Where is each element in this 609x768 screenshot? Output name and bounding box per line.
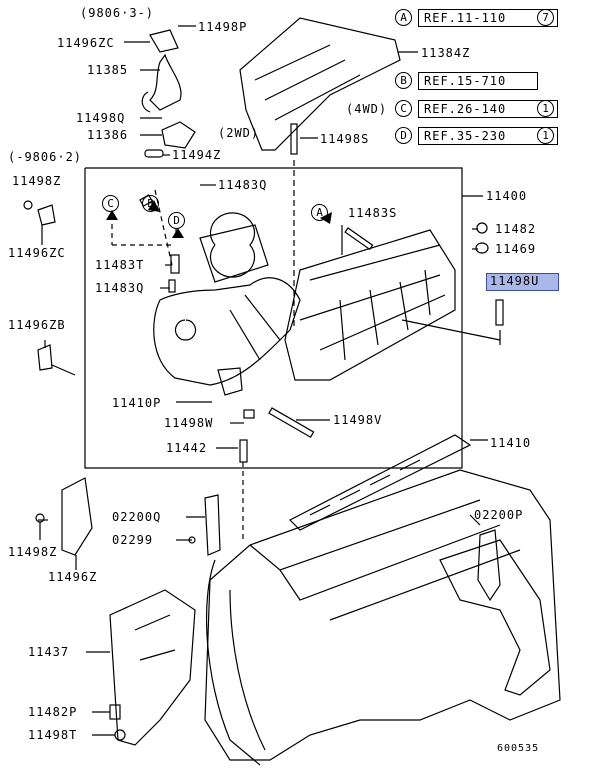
part-02299[interactable]: 02299 <box>112 533 154 547</box>
label-9806-2: (-9806·2) <box>8 150 83 164</box>
part-11498q[interactable]: 11498Q <box>76 111 126 125</box>
bracket-02200p <box>477 529 501 602</box>
part-02200q[interactable]: 02200Q <box>112 510 162 524</box>
part-11482[interactable]: 11482 <box>495 222 537 236</box>
ref-a-callout[interactable]: A <box>395 9 412 26</box>
label-9806-3: (9806·3-) <box>80 6 155 20</box>
ref-a-text[interactable]: REF.11-110 <box>424 11 507 25</box>
selected-part-highlight <box>486 273 559 291</box>
part-11386[interactable]: 11386 <box>87 128 129 142</box>
ref-c-prefix: (4WD) <box>346 102 388 116</box>
engine-head-drawing <box>204 469 561 761</box>
part-11496z[interactable]: 11496Z <box>48 570 98 584</box>
part-11494z[interactable]: 11494Z <box>172 148 222 162</box>
callout-a: A <box>311 204 328 221</box>
part-11483s[interactable]: 11483S <box>348 206 398 220</box>
water-pipe-drawing <box>141 29 182 113</box>
part-11410[interactable]: 11410 <box>490 436 532 450</box>
gasket-11386 <box>161 121 196 149</box>
ref-b-box[interactable] <box>418 72 538 90</box>
ref-c-text[interactable]: REF.26-140 <box>424 102 507 116</box>
part-11469[interactable]: 11469 <box>495 242 537 256</box>
bracket-11496zb <box>37 344 53 371</box>
part-11498s[interactable]: 11498S <box>320 132 370 146</box>
bracket-11410p <box>217 367 243 396</box>
part-11498p[interactable]: 11498P <box>198 20 248 34</box>
diagram-code: 600535 <box>497 743 540 754</box>
part-11498z-bot[interactable]: 11498Z <box>8 545 58 559</box>
part-11498w[interactable]: 11498W <box>164 416 214 430</box>
part-02200p[interactable]: 02200P <box>474 508 524 522</box>
bracket-11496z <box>61 477 93 556</box>
part-11483q-mid[interactable]: 11483Q <box>95 281 145 295</box>
callout-d: D <box>168 212 185 229</box>
part-11482p[interactable]: 11482P <box>28 705 78 719</box>
ref-d-box[interactable] <box>418 127 558 145</box>
bracket-11437 <box>109 589 196 746</box>
callout-c: C <box>102 195 119 212</box>
intake-manifold-drawing <box>284 229 456 381</box>
part-11442[interactable]: 11442 <box>166 441 208 455</box>
ref-c-callout[interactable]: C <box>395 100 412 117</box>
ref-b-callout[interactable]: B <box>395 72 412 89</box>
part-11483q-top[interactable]: 11483Q <box>218 178 268 192</box>
part-11437[interactable]: 11437 <box>28 645 70 659</box>
ref-d-number: 1 <box>537 127 554 144</box>
ref-c-box[interactable] <box>418 100 558 118</box>
bracket-02200q <box>204 494 221 556</box>
part-11483t[interactable]: 11483T <box>95 258 145 272</box>
callout-b: B <box>142 195 159 212</box>
intake-gasket-11410 <box>288 434 472 531</box>
ref-c-number: 1 <box>537 100 554 117</box>
part-11498v[interactable]: 11498V <box>333 413 383 427</box>
label-2wd: (2WD) <box>218 126 260 140</box>
part-11496zc-left[interactable]: 11496ZC <box>8 246 66 260</box>
part-11400[interactable]: 11400 <box>486 189 528 203</box>
ref-a-box[interactable] <box>418 9 558 27</box>
ref-d-callout[interactable]: D <box>395 127 412 144</box>
ref-b-text[interactable]: REF.15-710 <box>424 74 507 88</box>
timing-cover-drawing <box>205 559 266 766</box>
throttle-body-drawing <box>199 212 269 283</box>
direction-arrows <box>106 200 332 238</box>
ref-a-number: 7 <box>537 9 554 26</box>
assembly-frame <box>84 167 463 469</box>
engine-cover-drawing <box>239 17 401 151</box>
part-11498t[interactable]: 11498T <box>28 728 78 742</box>
part-11498u[interactable]: 11498U <box>490 274 540 288</box>
part-11498z-top[interactable]: 11498Z <box>12 174 62 188</box>
exhaust-manifold-drawing <box>439 539 551 696</box>
part-11496zc-top[interactable]: 11496ZC <box>57 36 115 50</box>
part-11385[interactable]: 11385 <box>87 63 129 77</box>
part-11496zb[interactable]: 11496ZB <box>8 318 66 332</box>
part-11384z[interactable]: 11384Z <box>421 46 471 60</box>
ref-d-text[interactable]: REF.35-230 <box>424 129 507 143</box>
part-11410p[interactable]: 11410P <box>112 396 162 410</box>
